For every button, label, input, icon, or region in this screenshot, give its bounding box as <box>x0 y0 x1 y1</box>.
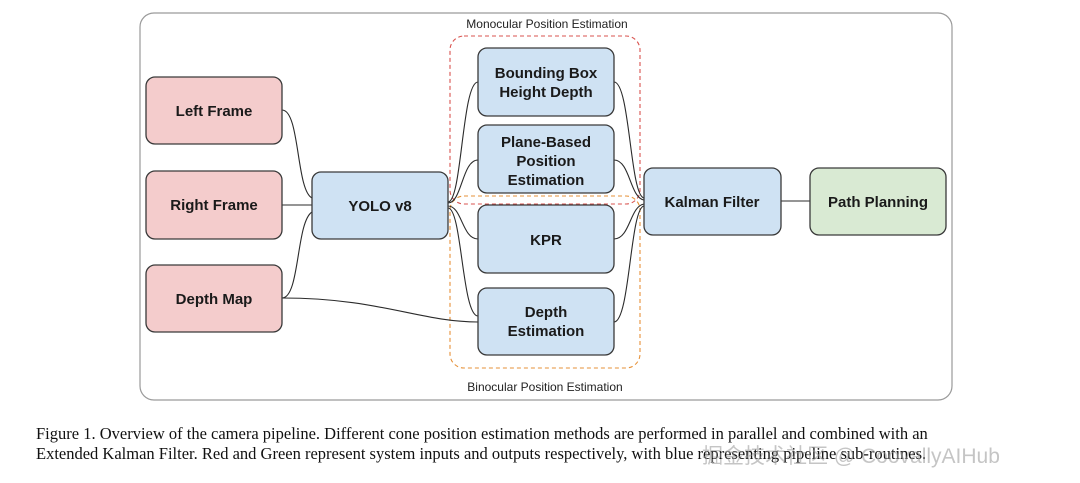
node-bbox-line1: Bounding Box <box>495 65 598 82</box>
binocular-group-label: Binocular Position Estimation <box>467 380 622 394</box>
node-right-frame: Right Frame <box>145 170 283 240</box>
node-kpr-label: KPR <box>530 232 562 249</box>
node-depth-estimation: Depth Estimation <box>477 287 615 356</box>
node-kalman-filter: Kalman Filter <box>643 167 782 236</box>
node-path-planning: Path Planning <box>809 167 947 236</box>
edge-kpr-kalman <box>613 203 645 240</box>
edge-depth-map-depth-estimation <box>281 297 479 323</box>
watermark-text: 掘金技术社区 @ CoovallyAIHub <box>702 445 1000 468</box>
node-depth-est-line2: Estimation <box>508 323 585 340</box>
edge-yolo-bbox <box>447 81 479 203</box>
edge-yolo-depth-est <box>447 207 479 317</box>
node-depth-est-line1: Depth <box>525 304 568 321</box>
node-yolo-label: YOLO v8 <box>348 198 411 215</box>
edge-left-frame-yolo <box>281 109 313 199</box>
node-left-frame-label: Left Frame <box>176 103 253 120</box>
edges <box>281 81 810 323</box>
caption-line-2: Extended Kalman Filter. Red and Green re… <box>36 444 927 463</box>
node-bbox-line2: Height Depth <box>499 84 592 101</box>
edge-yolo-kpr <box>447 205 479 240</box>
node-plane-based: Plane-Based Position Estimation <box>477 124 615 194</box>
monocular-group-label: Monocular Position Estimation <box>466 17 627 31</box>
node-right-frame-label: Right Frame <box>170 197 258 214</box>
caption-line-1: Figure 1. Overview of the camera pipelin… <box>36 424 928 443</box>
node-yolo: YOLO v8 <box>311 171 449 240</box>
node-depth-map-label: Depth Map <box>176 291 253 308</box>
edge-bbox-kalman <box>613 81 645 199</box>
node-depth-map: Depth Map <box>145 264 283 333</box>
node-plane-line3: Estimation <box>508 172 585 189</box>
figure-caption: Figure 1. Overview of the camera pipelin… <box>36 424 1066 464</box>
node-bbox-height-depth: Bounding Box Height Depth <box>477 47 615 117</box>
edge-depth-map-yolo <box>281 211 313 299</box>
node-plane-line1: Plane-Based <box>501 134 591 151</box>
edge-depth-est-kalman <box>613 205 645 323</box>
binocular-group-box <box>449 195 641 369</box>
node-plane-line2: Position <box>516 153 575 170</box>
node-kpr: KPR <box>477 204 615 274</box>
node-kalman-label: Kalman Filter <box>664 194 759 211</box>
node-left-frame: Left Frame <box>145 76 283 145</box>
edge-yolo-plane <box>447 159 479 204</box>
node-path-planning-label: Path Planning <box>828 194 928 211</box>
monocular-group-box <box>449 35 641 205</box>
edge-plane-kalman <box>613 159 645 201</box>
